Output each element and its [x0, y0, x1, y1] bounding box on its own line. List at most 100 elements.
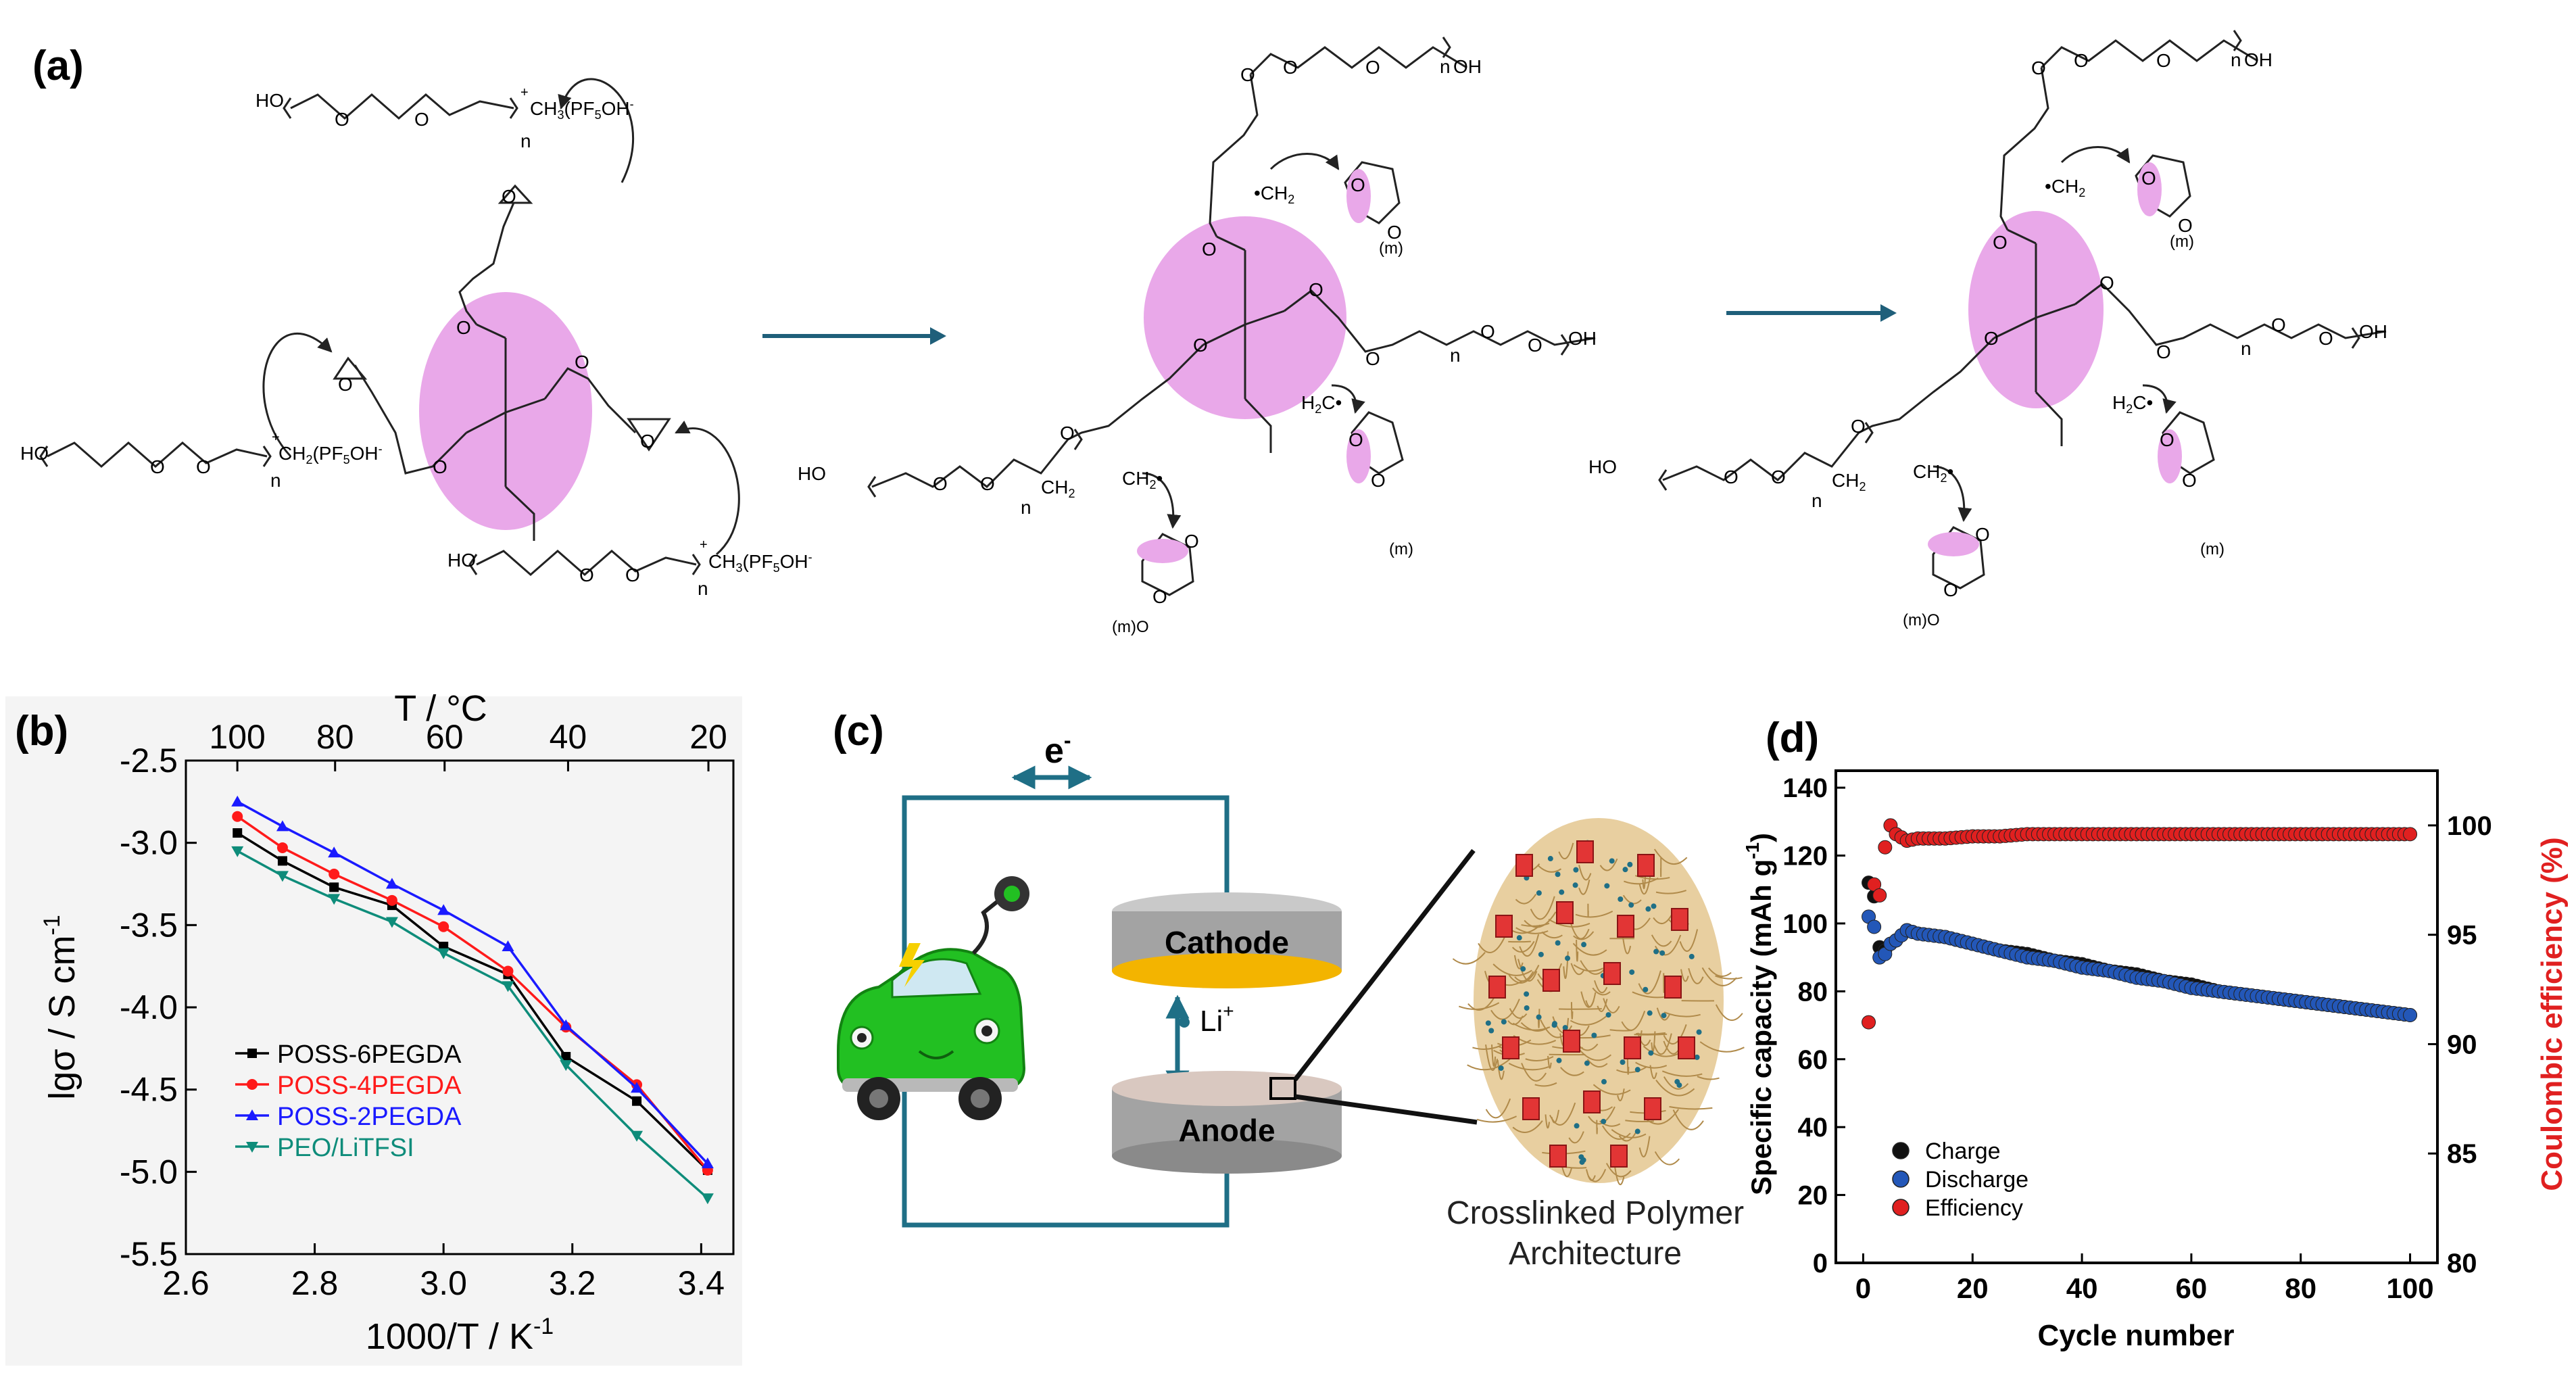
molecule-2-labels: O O O n OH •CH2 O O (m) O O O n O O OH H… [798, 56, 1597, 636]
polymer-strand [1617, 1088, 1625, 1102]
chart-d-x-tick-label: 60 [2176, 1272, 2208, 1304]
svg-text:OH: OH [2359, 321, 2387, 342]
chart-b-legend-label: PEO/LiTFSI [277, 1134, 414, 1162]
polymer-strand [1587, 1169, 1607, 1182]
polymer-strand [1570, 1014, 1608, 1026]
poss-cage-block [1576, 840, 1594, 863]
chart-b-data-point [328, 846, 341, 858]
svg-text:O: O [2182, 470, 2197, 491]
li-ion-particle [1581, 942, 1587, 948]
chart-d-y-tick-label-left: 100 [1782, 909, 1828, 939]
panel-a: (a) [20, 30, 2387, 636]
electric-car-icon [837, 876, 1029, 1120]
polymer-network [1452, 818, 1745, 1186]
svg-text:O: O [1975, 524, 1990, 545]
li-ion-particle [1488, 1028, 1494, 1034]
molecule-2 [867, 37, 1596, 596]
chart-b-legend-marker [247, 1049, 257, 1058]
polymer-strand [1578, 879, 1590, 895]
svg-text:O: O [1528, 335, 1542, 356]
polymer-strand [1663, 1024, 1687, 1045]
svg-text:(m): (m) [2200, 540, 2225, 558]
caption-line-1: Crosslinked Polymer [1447, 1195, 1744, 1231]
poss-cage-block [1664, 976, 1682, 999]
chart-b-data-point [386, 894, 397, 906]
polymer-strand [1537, 864, 1562, 873]
polymer-strand [1655, 890, 1687, 894]
polymer-strand [1509, 924, 1541, 934]
li-ion-particle [1555, 940, 1561, 946]
polymer-strand [1491, 1044, 1497, 1067]
svg-text:O: O [2156, 341, 2171, 362]
polymer-strand [1625, 1120, 1654, 1122]
poss-cage-block [1637, 854, 1655, 877]
polymer-strand [1637, 1032, 1651, 1047]
svg-text:CH2•: CH2• [1913, 461, 1953, 485]
polymer-strand [1497, 1059, 1505, 1080]
polymer-strand [1565, 1166, 1587, 1169]
polymer-strand [1492, 963, 1532, 976]
svg-text:(m): (m) [1379, 239, 1403, 258]
chart-b-x-tick-label: 2.8 [291, 1264, 339, 1302]
chart-b-legend: POSS-6PEGDAPOSS-4PEGDAPOSS-2PEGDAPEO/LiT… [235, 1040, 462, 1162]
svg-text:HO: HO [798, 463, 826, 484]
svg-text:O: O [2031, 57, 2046, 78]
chart-b-top-tick-label: 60 [426, 718, 464, 756]
svg-text:+: + [520, 85, 529, 100]
li-ion-particle [1653, 949, 1659, 955]
polymer-strand [1514, 971, 1534, 982]
li-ion-particle [1659, 950, 1666, 956]
li-ion-particle [1645, 906, 1651, 912]
polymer-strand [1651, 1031, 1656, 1053]
polymer-strand [1551, 1109, 1559, 1124]
polymer-strand [1576, 940, 1579, 962]
polymer-strand [1715, 975, 1743, 980]
svg-text:CH2: CH2 [1041, 477, 1075, 500]
li-ion-particle [1651, 903, 1657, 909]
chart-d-data-point [1862, 1015, 1876, 1030]
svg-text:O: O [933, 473, 948, 494]
polymer-strand [1592, 987, 1611, 996]
svg-text:(m): (m) [2170, 233, 2194, 251]
chart-b-y-tick-label: -2.5 [120, 742, 178, 779]
chart-b-data-point [437, 904, 450, 915]
li-ion-particle [1524, 1005, 1530, 1011]
polymer-strand [1552, 1016, 1573, 1034]
li-ion-particle [1485, 1020, 1491, 1026]
svg-text:n: n [1450, 345, 1461, 366]
svg-text:H2C•: H2C• [2112, 392, 2153, 416]
chart-b-data-point [502, 940, 514, 951]
svg-text:OH: OH [2244, 49, 2273, 70]
polymer-strand [1476, 1115, 1517, 1123]
svg-text:O: O [1365, 57, 1380, 78]
polymer-strand [1663, 973, 1665, 993]
chart-d-x-tick-label: 40 [2066, 1272, 2098, 1304]
chart-b-legend-label: POSS-2PEGDA [277, 1103, 462, 1131]
chart-b-data-point [437, 948, 450, 959]
anode-surface [1112, 1071, 1342, 1106]
chart-b-data-point [232, 811, 243, 822]
svg-text:O: O [1365, 348, 1380, 369]
chart-b-data-point [560, 1060, 573, 1072]
chart-d-x-tick-label: 80 [2285, 1272, 2316, 1304]
polymer-strand [1638, 1136, 1651, 1157]
molecule-2-highlights [1137, 169, 1371, 563]
chart-d-legend-label: Charge [1925, 1138, 2001, 1164]
svg-text:O: O [1152, 586, 1167, 607]
li-ion-particle [1694, 1054, 1700, 1060]
chart-b-data-point [632, 1096, 642, 1106]
li-ion-particle [1547, 856, 1553, 862]
li-ion-particle [1622, 867, 1628, 873]
svg-text:O: O [338, 374, 353, 395]
polymer-strand [1509, 1008, 1528, 1019]
chart-b-data-point [276, 820, 289, 832]
chart-b-data-point [233, 828, 243, 838]
li-ion-particle [1643, 986, 1649, 992]
polymer-strand [1573, 931, 1595, 940]
polymer-strand [1663, 1076, 1689, 1090]
chart-b-data-point [631, 1130, 643, 1142]
svg-text:CH3(PF5OH-: CH3(PF5OH- [708, 550, 812, 575]
li-ion-particle [1688, 953, 1695, 959]
